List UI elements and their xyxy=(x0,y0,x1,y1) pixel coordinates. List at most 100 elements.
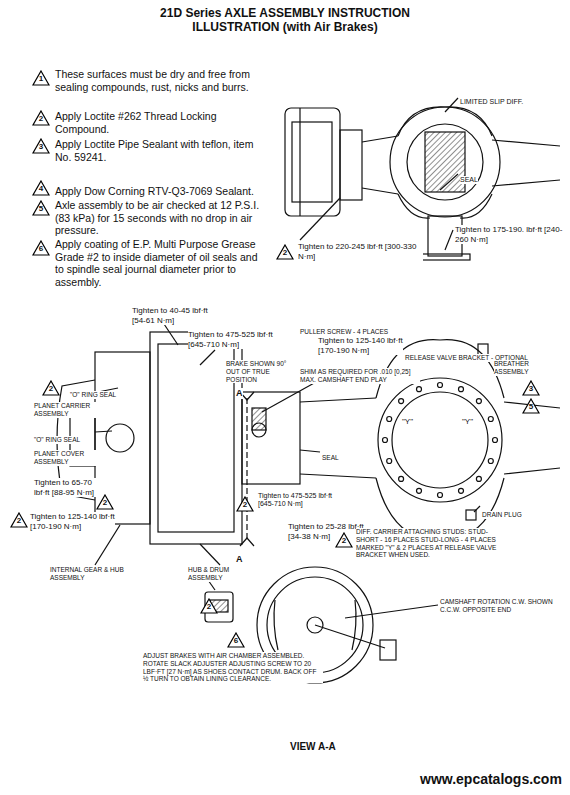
stud-hole xyxy=(459,488,464,493)
callout-number: 4 xyxy=(32,180,50,196)
stud-hole xyxy=(438,383,443,388)
callout-number: 2 xyxy=(32,110,50,126)
part-label: www.epcatalogs.com xyxy=(420,771,560,788)
part-label: Tighten to 175-190. lbf·ft [240-260 N·m] xyxy=(455,225,565,244)
label-holder: Tighten to 220-245 lbf·ft [300-330 N·m] xyxy=(298,242,423,263)
callout-number: 2 xyxy=(96,494,114,510)
label-holder: Tighten to 175-190. lbf·ft [240-260 N·m] xyxy=(455,225,565,246)
part-label: "O" RING SEAL xyxy=(34,436,80,444)
part-label: Tighten to 40-45 lbf·ft [54-61 N·m] xyxy=(132,306,222,325)
note-text: Apply Loctite #262 Thread Locking Compou… xyxy=(55,110,260,135)
stud-hole xyxy=(383,438,388,443)
part-label: Tighten to 475-525 lbf·ft [645-710 N·m] xyxy=(258,492,348,509)
label-holder: 6 xyxy=(32,240,50,256)
label-holder: 2 xyxy=(236,496,254,512)
label-holder: Tighten to 125-140 lbf·ft [170-190 N·m] xyxy=(30,512,115,533)
label-holder: 3 xyxy=(522,380,540,396)
label-holder: HUB & DRUM ASSEMBLY xyxy=(188,566,258,584)
label-holder: A xyxy=(236,382,243,400)
part-label: Tighten to 65-70 lbf·ft [88-95 N·m] xyxy=(34,478,96,497)
callout-number: 2 xyxy=(335,532,353,548)
label-holder: 5 xyxy=(32,200,50,216)
diff-housing xyxy=(262,340,560,540)
label-holder: Tighten to 475-525 lbf·ft [645-710 N·m] xyxy=(188,330,283,351)
label-holder: A xyxy=(236,548,243,566)
part-label: Tighten to 220-245 lbf·ft [300-330 N·m] xyxy=(298,242,423,261)
label-holder: SEAL xyxy=(460,168,478,186)
callout-number: 1 xyxy=(32,70,50,86)
label-holder: Tighten to 475-525 lbf·ft [645-710 N·m] xyxy=(258,492,348,510)
stud-hole xyxy=(399,476,404,481)
part-label: "Y" xyxy=(462,417,473,427)
label-holder: 5 xyxy=(522,398,540,414)
part-label: A xyxy=(236,554,243,565)
part-label: Tighten to 475-525 lbf·ft [645-710 N·m] xyxy=(188,330,283,349)
stud-holes xyxy=(383,383,498,498)
callout-number: 2 xyxy=(200,598,218,614)
part-label: "Y" xyxy=(402,417,413,427)
part-label: PULLER SCREW - 4 PLACES xyxy=(300,328,388,336)
label-holder: ADJUST BRAKES WITH AIR CHAMBER ASSEMBLED… xyxy=(143,652,323,685)
label-holder: 2 xyxy=(10,512,28,528)
label-holder: These surfaces must be dry and free from… xyxy=(55,68,260,95)
callout-number: 3 xyxy=(32,138,50,154)
label-holder: SHIM AS REQUIRED FOR .010 [0,25] MAX. CA… xyxy=(300,368,420,386)
label-holder: 2 xyxy=(335,532,353,548)
callout-number: 2 xyxy=(236,496,254,512)
stud-hole xyxy=(387,459,392,464)
part-label: INTERNAL GEAR & HUB ASSEMBLY xyxy=(50,566,135,582)
note-text: Apply Loctite Pipe Sealant with teflon, … xyxy=(55,138,260,163)
part-label: PLANET CARRIER ASSEMBLY xyxy=(34,402,104,418)
label-holder: Tighten to 65-70 lbf·ft [88-95 N·m] xyxy=(34,478,96,499)
callout-number: 2 xyxy=(10,512,28,528)
stud-hole xyxy=(399,399,404,404)
label-holder: www.epcatalogs.com xyxy=(420,770,560,788)
label-holder: DIFF. CARRIER ATTACHING STUDS: STUD-SHOR… xyxy=(356,528,506,561)
label-holder: INTERNAL GEAR & HUB ASSEMBLY xyxy=(50,566,135,584)
stud-hole xyxy=(417,387,422,392)
note-text: Axle assembly to be air checked at 12 P.… xyxy=(55,199,260,237)
label-holder: 4 xyxy=(32,180,50,196)
label-holder: Tighten to 125-140 lbf·ft [170-190 N·m] xyxy=(318,336,403,357)
part-label: HUB & DRUM ASSEMBLY xyxy=(188,566,258,582)
part-label: A xyxy=(236,388,243,399)
label-holder: 2 xyxy=(96,494,114,510)
label-holder: "O" RING SEAL xyxy=(70,383,116,401)
callout-number: 5 xyxy=(32,200,50,216)
label-holder: 2 xyxy=(42,380,60,396)
label-holder: Tighten to 40-45 lbf·ft [54-61 N·m] xyxy=(132,306,222,327)
label-holder: 2 xyxy=(32,110,50,126)
label-holder: BRAKE SHOWN 90° OUT OF TRUE POSITION xyxy=(226,360,298,386)
part-label: "O" RING SEAL xyxy=(70,391,116,399)
stud-hole xyxy=(459,387,464,392)
stud-hole xyxy=(476,476,481,481)
label-holder: DRAIN PLUG xyxy=(482,503,522,521)
label-holder: PLANET COVER ASSEMBLY xyxy=(34,450,98,468)
title: 21D Series AXLE ASSEMBLY INSTRUCTION ILL… xyxy=(160,6,410,35)
label-holder: Axle assembly to be air checked at 12 P.… xyxy=(55,199,260,238)
part-label: LIMITED SLIP DIFF. xyxy=(460,98,523,106)
part-label: Tighten to 125-140 lbf·ft [170-190 N·m] xyxy=(30,512,115,531)
callout-number: 2 xyxy=(42,380,60,396)
part-label: DIFF. CARRIER ATTACHING STUDS: STUD-SHOR… xyxy=(356,528,506,559)
stud-hole xyxy=(488,417,493,422)
part-label: BRAKE SHOWN 90° OUT OF TRUE POSITION xyxy=(226,360,298,383)
label-holder: Apply Loctite #262 Thread Locking Compou… xyxy=(55,110,260,137)
label-holder: 1 xyxy=(32,70,50,86)
label-holder: BREATHER ASSEMBLY xyxy=(494,360,554,378)
label-holder: 21D Series AXLE ASSEMBLY INSTRUCTION ILL… xyxy=(160,6,410,35)
stud-hole xyxy=(476,399,481,404)
label-holder: VIEW A-A xyxy=(290,736,336,754)
callout-number: 6 xyxy=(227,632,245,648)
label-holder: LIMITED SLIP DIFF. xyxy=(460,90,523,108)
stud-hole xyxy=(438,493,443,498)
callout-number: 3 xyxy=(522,380,540,396)
part-label: ADJUST BRAKES WITH AIR CHAMBER ASSEMBLED… xyxy=(143,652,323,683)
label-holder: 6 xyxy=(227,632,245,648)
label-holder: SEAL xyxy=(322,446,339,464)
part-label: BREATHER ASSEMBLY xyxy=(494,360,554,376)
label-holder: "Y" xyxy=(402,410,413,428)
callout-number: 2 xyxy=(276,244,294,260)
part-label: PLANET COVER ASSEMBLY xyxy=(34,450,98,466)
label-holder: "Y" xyxy=(462,410,473,428)
